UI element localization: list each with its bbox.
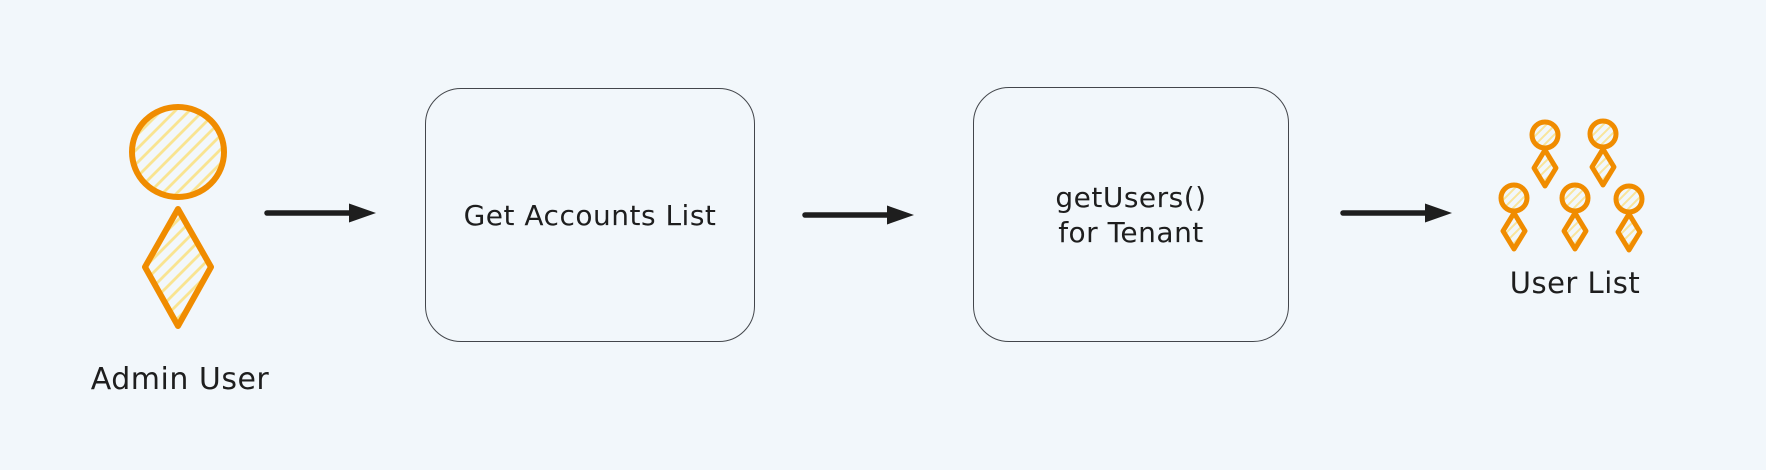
- user-icon: [1562, 185, 1588, 249]
- arrow-right-icon: [1340, 203, 1452, 223]
- user-icon: [1616, 186, 1642, 250]
- node-label-line2: for Tenant: [1058, 215, 1204, 249]
- user-icon: [1532, 122, 1558, 186]
- arrow-right-icon: [802, 205, 914, 225]
- node-get-accounts-list: Get Accounts List: [425, 88, 755, 342]
- arrow-right-icon: [264, 203, 376, 223]
- user-icon: [1590, 121, 1616, 185]
- node-label: Get Accounts List: [463, 198, 717, 232]
- admin-user-label: Admin User: [90, 362, 270, 397]
- user-group-icon: [1492, 107, 1658, 259]
- node-get-users-for-tenant: getUsers() for Tenant: [973, 87, 1289, 342]
- admin-user-icon: [129, 104, 227, 329]
- user-list-label: User List: [1509, 266, 1641, 300]
- user-icon: [1501, 185, 1527, 249]
- node-label-line1: getUsers(): [1055, 180, 1207, 214]
